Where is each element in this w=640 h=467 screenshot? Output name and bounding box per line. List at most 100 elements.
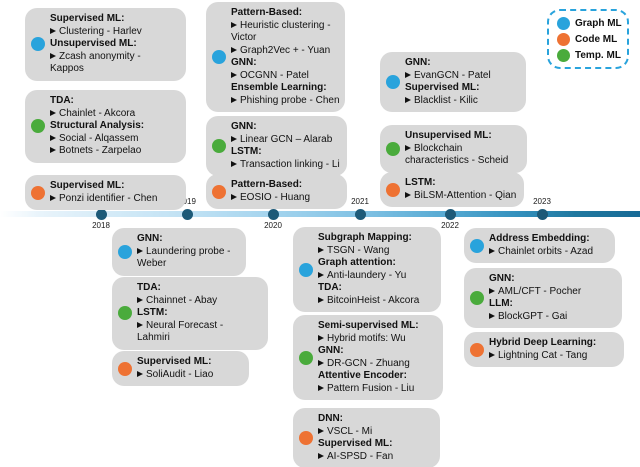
code-ml-dot-icon: [212, 184, 226, 199]
method-item-text: BitcoinHeist - Akcora: [327, 294, 420, 306]
year-label: 2019: [178, 197, 196, 206]
arrow-bullet-icon: [318, 271, 324, 278]
method-item: Botnets - Zarpelao: [50, 145, 180, 158]
year-marker-dot: [267, 208, 279, 220]
method-item-continuation: characteristics - Scheid: [405, 155, 509, 166]
method-item: Chainnet - Abay: [137, 295, 262, 308]
method-item: SoliAudit - Liao: [137, 369, 243, 382]
arrow-bullet-icon: [318, 427, 324, 434]
legend-item-label: Code ML: [575, 33, 618, 45]
method-header: GNN:: [318, 345, 344, 356]
method-header: LSTM:: [405, 177, 436, 188]
code-ml-dot-icon: [31, 185, 45, 200]
method-card-2023-graph: Address Embedding: Chainlet orbits - Azad: [464, 228, 615, 263]
method-item: Blacklist - Kilic: [405, 95, 520, 108]
method-item-text: Chainlet - Akcora: [59, 107, 136, 119]
year-marker-dot: [536, 208, 548, 220]
arrow-bullet-icon: [318, 384, 324, 391]
method-item-text: Laundering probe -: [146, 245, 231, 257]
arrow-bullet-icon: [318, 452, 324, 459]
graph-ml-dot-icon: [386, 75, 400, 89]
temp-ml-dot-icon: [386, 141, 400, 156]
method-header: LLM:: [489, 298, 513, 309]
method-header: Semi-supervised ML:: [318, 320, 419, 331]
method-card-lines: LSTM: BiLSM-Attention - Qian: [405, 177, 518, 202]
method-item: DR-GCN - Zhuang: [318, 358, 437, 371]
method-item: Pattern Fusion - Liu: [318, 383, 437, 396]
method-item: Chainlet - Akcora: [50, 108, 180, 121]
method-item-text: Neural Forecast -: [146, 319, 224, 331]
arrow-bullet-icon: [318, 296, 324, 303]
method-card-2022-code: LSTM: BiLSM-Attention - Qian: [380, 172, 524, 207]
legend-item-code-ml: Code ML: [557, 32, 627, 46]
legend-item-label: Graph ML: [575, 17, 622, 29]
method-card-2019-graph: GNN:Laundering probe -Weber: [112, 228, 246, 276]
method-header: Supervised ML:: [50, 13, 125, 24]
year-label: 2023: [533, 197, 551, 206]
arrow-bullet-icon: [489, 351, 495, 358]
method-item-text: BlockGPT - Gai: [498, 310, 568, 322]
method-item-text: DR-GCN - Zhuang: [327, 357, 410, 369]
method-item: EOSIO - Huang: [231, 192, 341, 205]
method-item-text: Zcash anonymity -: [59, 50, 141, 62]
method-item: AML/CFT - Pocher: [489, 286, 616, 299]
method-item: Social - Alqassem: [50, 133, 180, 146]
arrow-bullet-icon: [231, 160, 237, 167]
method-item: VSCL - Mi: [318, 426, 434, 439]
method-item: BiLSM-Attention - Qian: [405, 190, 518, 203]
arrow-bullet-icon: [137, 370, 143, 377]
method-item: Lightning Cat - Tang: [489, 350, 618, 363]
method-header: Attentive Encoder:: [318, 370, 407, 381]
method-header: Unsupervised ML:: [50, 38, 137, 49]
year-marker-dot: [181, 208, 193, 220]
code-ml-dot-icon: [118, 361, 132, 376]
method-header: GNN:: [137, 233, 163, 244]
arrow-bullet-icon: [50, 109, 56, 116]
method-card-lines: Pattern-Based:EOSIO - Huang: [231, 179, 341, 204]
method-item-text: Blockchain: [414, 142, 463, 154]
temp-ml-dot-icon: [118, 306, 132, 321]
method-header: Pattern-Based:: [231, 179, 303, 190]
method-item: TSGN - Wang: [318, 245, 435, 258]
method-header: TDA:: [137, 282, 161, 293]
arrow-bullet-icon: [137, 247, 143, 254]
method-item-text: EOSIO - Huang: [240, 191, 311, 203]
method-item-text: Phishing probe - Chen: [240, 94, 340, 106]
arrow-bullet-icon: [137, 321, 143, 328]
method-item: Blockchain: [405, 143, 521, 156]
method-header: Address Embedding:: [489, 233, 590, 244]
method-header: Hybrid Deep Learning:: [489, 337, 597, 348]
method-item-continuation: Victor: [231, 32, 257, 43]
method-item-text: Pattern Fusion - Liu: [327, 382, 415, 394]
method-item-text: Botnets - Zarpelao: [59, 145, 142, 156]
method-item: Linear GCN – Alarab: [231, 134, 341, 147]
method-item-text: OCGNN - Patel: [240, 69, 309, 81]
method-item: Chainlet orbits - Azad: [489, 246, 609, 259]
method-item-continuation: Lahmiri: [137, 332, 170, 343]
method-item-text: Blacklist - Kilic: [414, 94, 478, 106]
method-item-text: Anti-laundery - Yu: [327, 269, 407, 281]
arrow-bullet-icon: [489, 312, 495, 319]
method-card-2020-graph: Pattern-Based:Heuristic clustering -Vict…: [206, 2, 345, 112]
arrow-bullet-icon: [50, 134, 56, 141]
year-marker-dot: [444, 208, 456, 220]
method-header: Subgraph Mapping:: [318, 232, 412, 243]
method-item: Anti-laundery - Yu: [318, 270, 435, 283]
method-item: Graph2Vec + - Yuan: [231, 45, 339, 58]
graph-ml-dot-icon: [299, 262, 313, 277]
method-item: Laundering probe -: [137, 246, 240, 259]
method-header: TDA:: [318, 282, 342, 293]
method-item-text: EvanGCN - Patel: [414, 69, 491, 81]
method-item: Neural Forecast -: [137, 320, 262, 333]
arrow-bullet-icon: [50, 27, 56, 34]
year-marker-dot: [354, 208, 366, 220]
